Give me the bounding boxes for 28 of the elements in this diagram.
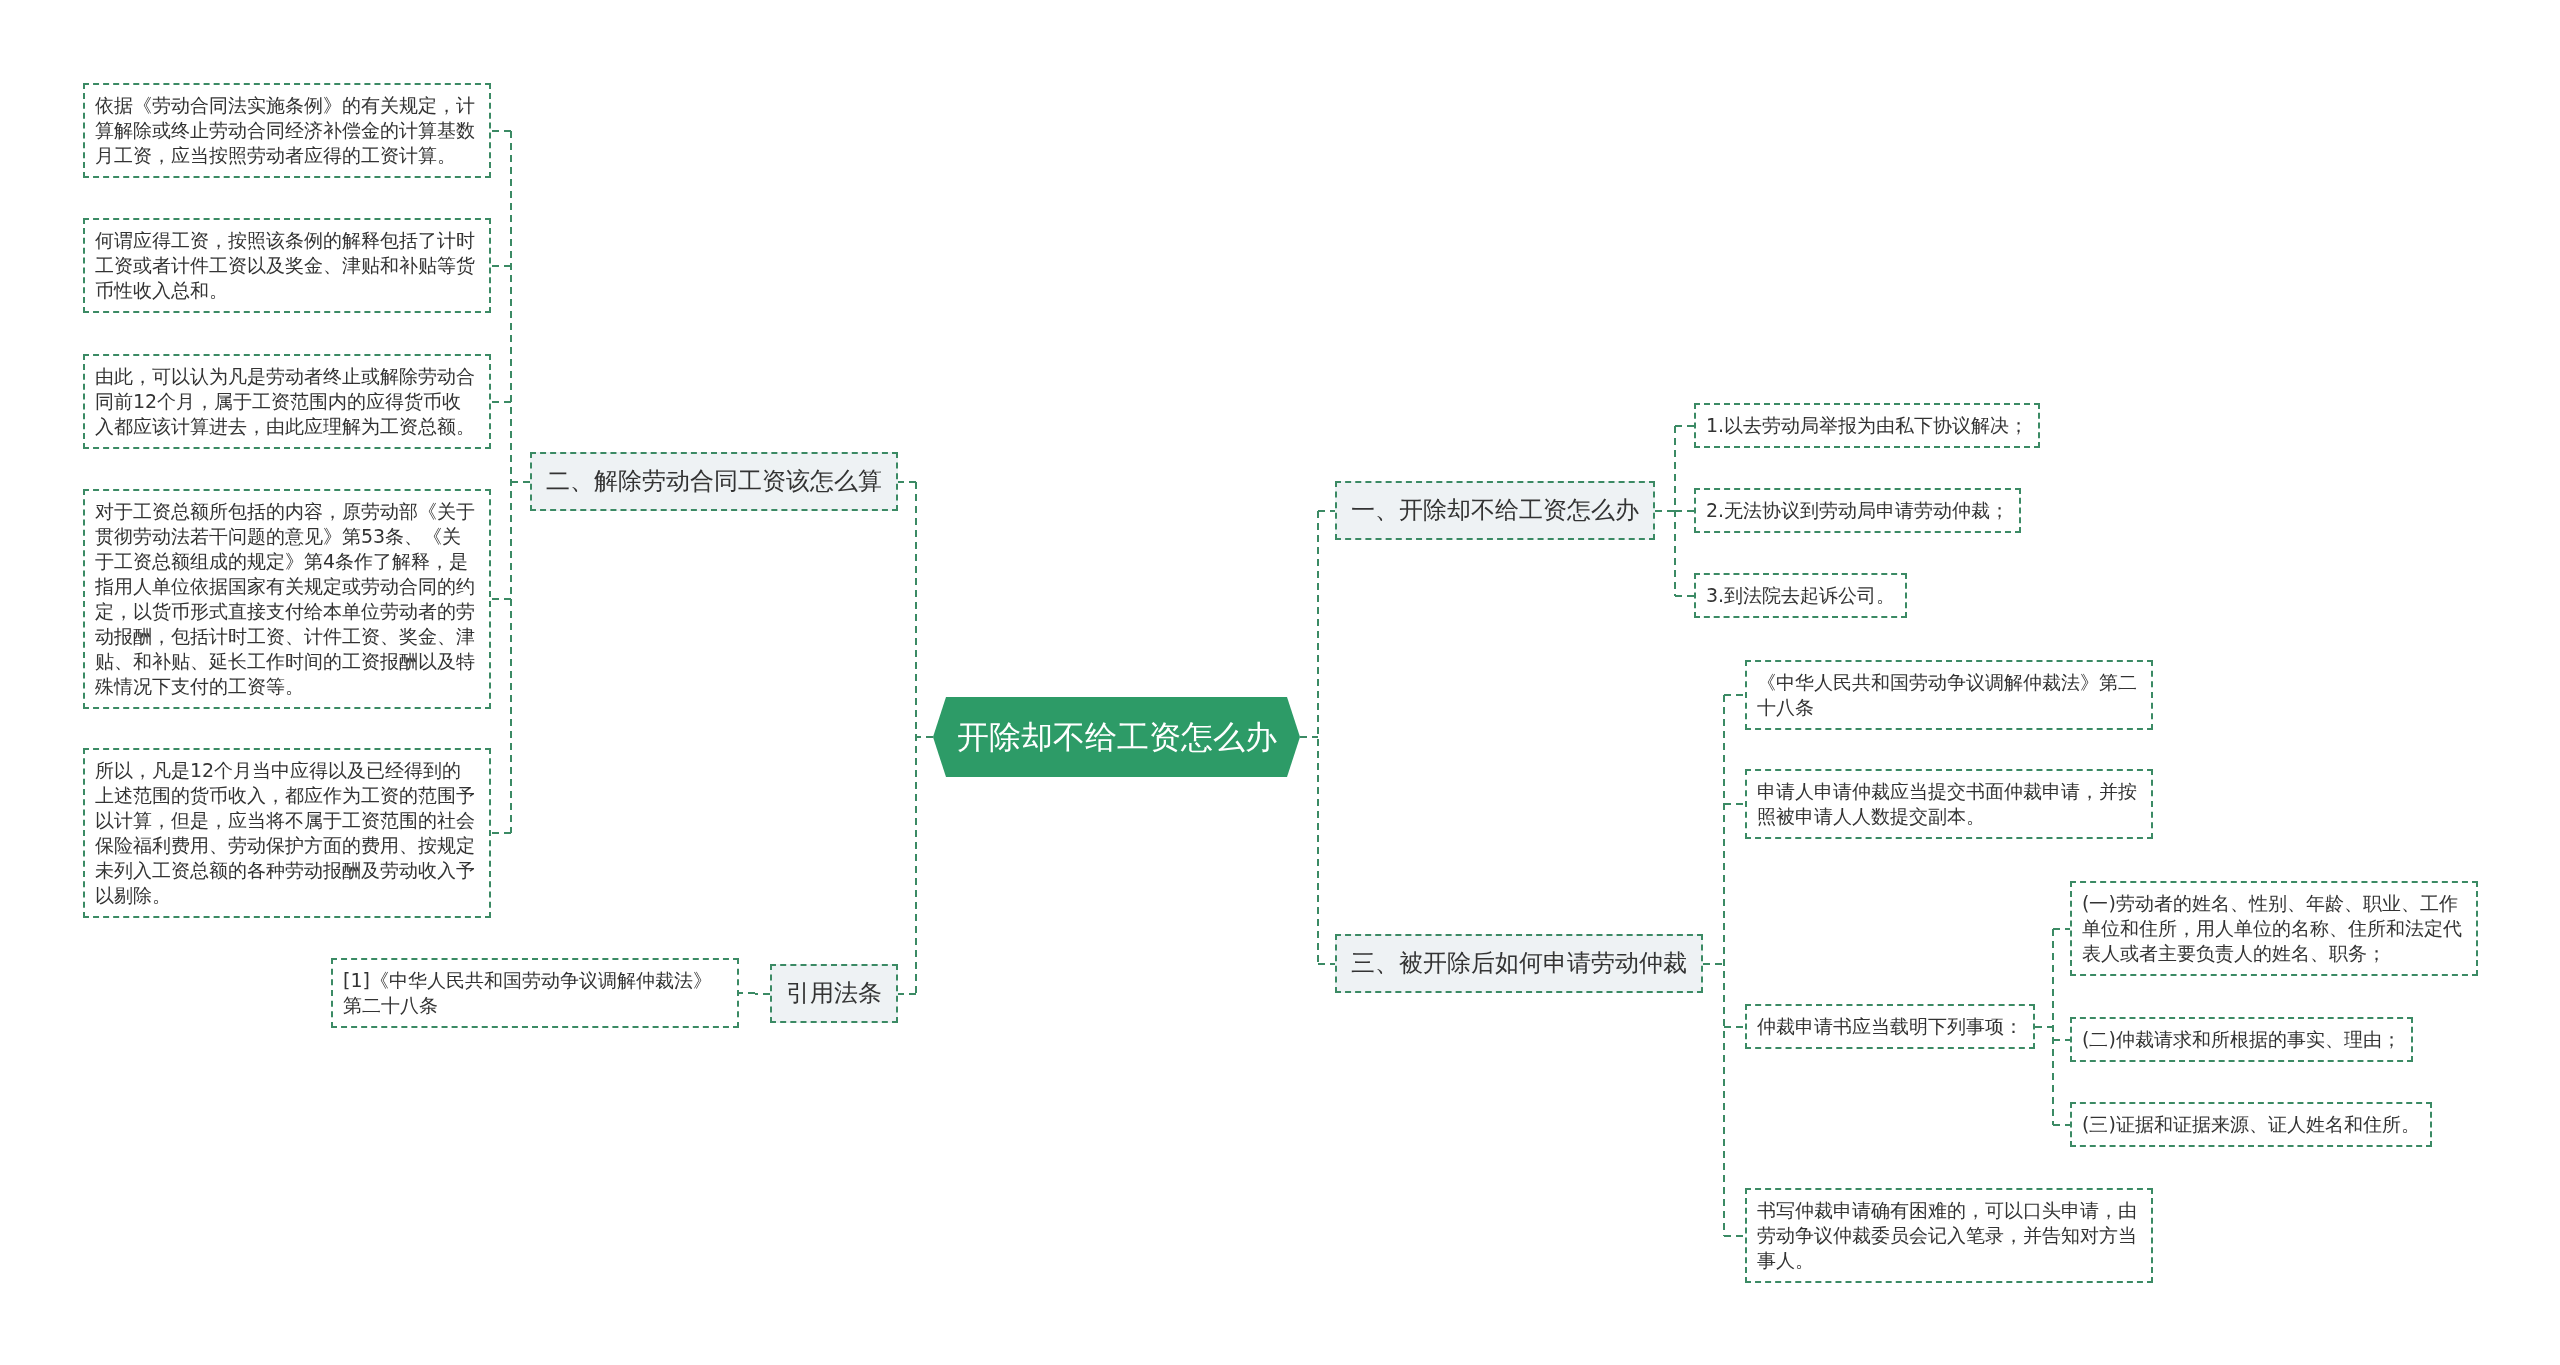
text-box: 1.以去劳动局举报为由私下协议解决； [1694,403,2041,448]
connector-line [1702,694,1746,1237]
text-box: (一)劳动者的姓名、性别、年龄、职业、工作单位和住所，用人单位的名称、住所和法定代表人或者主要负责人的姓名、职务； [2070,881,2478,976]
text-box: 3.到法院去起诉公司。 [1694,573,1908,618]
connector-line [897,481,934,995]
topic-box: 一、开除却不给工资怎么办 [1335,481,1655,540]
connector-line [738,992,771,995]
text-box: 仲裁申请书应当载明下列事项： [1745,1004,2035,1049]
text-box: 《中华人民共和国劳动争议调解仲裁法》第二十八条 [1745,660,2153,730]
text-box: [1]《中华人民共和国劳动争议调解仲裁法》第二十八条 [331,958,739,1028]
text-box: 书写仲裁申请确有困难的，可以口头申请，由劳动争议仲裁委员会记入笔录，并告知对方当事人。 [1745,1188,2153,1283]
connector-line [2034,928,2071,1126]
topic-hexagon: 开除却不给工资怎么办 [933,697,1300,777]
text-box: (三)证据和证据来源、证人姓名和住所。 [2070,1102,2432,1147]
text-box: 依据《劳动合同法实施条例》的有关规定，计算解除或终止劳动合同经济补偿金的计算基数月工资，应当按照劳动者应得的工资计算。 [83,83,491,178]
topic-box: 二、解除劳动合同工资该怎么算 [530,452,898,511]
connector-line [1654,425,1695,597]
text-box: 何谓应得工资，按照该条例的解释包括了计时工资或者计件工资以及奖金、津贴和补贴等货币性收入总和。 [83,218,491,313]
text-box: 对于工资总额所包括的内容，原劳动部《关于贯彻劳动法若干问题的意见》第53条、《关于工资总额组成的规定》第4条作了解释，是指用人单位依据国家有关规定或劳动合同的约定，以货币形式直接支付给本单位劳动者的劳动报酬，包括计时工资、计件工资、奖金、津贴、和补贴、延长工作时间的工资报酬以及特殊情况下支付的工资等。 [83,489,491,709]
text-box: 2.无法协议到劳动局申请劳动仲裁； [1694,488,2022,533]
connector-line [1299,510,1336,965]
text-box: 所以，凡是12个月当中应得以及已经得到的上述范围的货币收入，都应作为工资的范围予以计算，但是，应当将不属于工资范围的社会保险福利费用、劳动保护方面的费用、按规定未列入工资总额的各种劳动报酬及劳动收入予以剔除。 [83,748,491,918]
text-box: (二)仲裁请求和所根据的事实、理由； [2070,1017,2413,1062]
text-box: 由此，可以认为凡是劳动者终止或解除劳动合同前12个月，属于工资范围内的应得货币收入都应该计算进去，由此应理解为工资总额。 [83,354,491,449]
topic-box: 三、被开除后如何申请劳动仲裁 [1335,934,1703,993]
text-box: 申请人申请仲裁应当提交书面仲裁申请，并按照被申请人人数提交副本。 [1745,769,2153,839]
topic-box: 引用法条 [770,964,898,1023]
connector-line [490,130,531,834]
